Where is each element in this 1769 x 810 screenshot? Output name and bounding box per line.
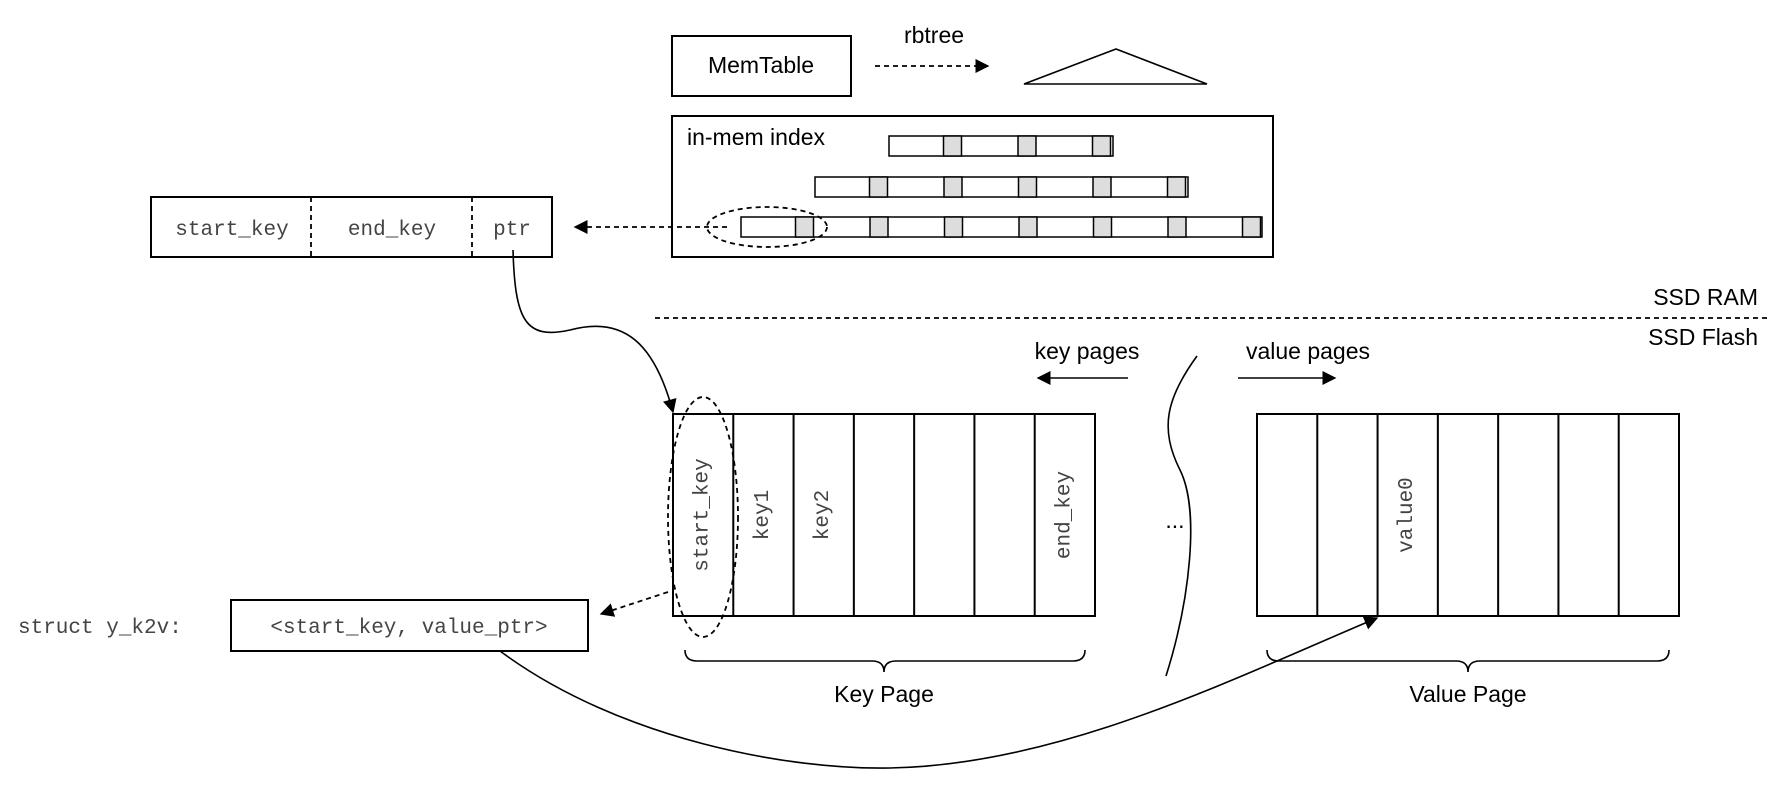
index-key-marker: [1018, 216, 1038, 238]
value-page-slots: value0: [1316, 414, 1620, 616]
value-pages-label: value pages: [1246, 338, 1370, 364]
index-key-marker: [1241, 216, 1262, 238]
struct-y-k2v: struct y_k2v: <start_key, value_ptr>: [18, 591, 1379, 769]
index-key-marker: [1092, 216, 1113, 238]
entry-field-start-key: start_key: [175, 219, 288, 242]
index-key-marker: [1017, 176, 1038, 198]
index-key-marker: [1091, 135, 1112, 157]
memtable-group: MemTable rbtree: [671, 22, 1208, 97]
in-mem-index-group: in-mem index: [573, 115, 1274, 258]
key_page-slot-label: key1: [752, 490, 775, 540]
value-page-brace: [1266, 649, 1670, 673]
index-key-marker: [942, 135, 963, 157]
page-break: ...: [1165, 355, 1198, 677]
index-key-marker: [943, 216, 964, 238]
key-page-brace: [684, 649, 1086, 673]
key_page-slot-label: start_key: [692, 458, 715, 571]
ssd-flash-label: SSD Flash: [1648, 324, 1758, 350]
index-entry-box: [150, 196, 553, 258]
rbtree-triangle-icon: [1023, 48, 1208, 85]
ptr-to-keypage-arrow: [512, 249, 677, 414]
key-page: start_key key1 key2 end_key Key Page: [667, 396, 1096, 707]
key_page-slot-label: end_key: [1053, 471, 1076, 559]
index-key-marker: [794, 216, 815, 238]
entry-field-end-key: end_key: [348, 219, 436, 242]
index-key-marker: [1167, 216, 1187, 238]
key-page-slots: start_key key1 key2 end_key: [692, 414, 1076, 616]
rbtree-label: rbtree: [904, 22, 964, 48]
index-key-marker: [869, 216, 889, 238]
key-page-label: Key Page: [834, 681, 934, 707]
entry-field-ptr: ptr: [493, 219, 531, 242]
key_page-slot-label: key2: [812, 490, 835, 540]
index-level-bar: [888, 135, 1114, 157]
index-key-marker: [1017, 135, 1037, 157]
struct-label: struct y_k2v:: [18, 617, 182, 640]
value-page-box: [1256, 413, 1680, 617]
value-page: value0 Value Page: [1256, 413, 1680, 707]
struct-box: [230, 599, 589, 652]
highlight-ellipse-index: [706, 206, 828, 248]
direction-labels: key pages value pages: [1035, 338, 1370, 385]
index-bars: [740, 135, 1263, 238]
keypage-to-struct-arrow: [599, 591, 669, 617]
index-key-marker: [1166, 176, 1187, 198]
ssd-ram-label: SSD RAM: [1653, 284, 1758, 310]
break-curve: [1165, 355, 1198, 677]
memtable-box: [671, 35, 852, 97]
value_page-slot-label: value0: [1396, 477, 1419, 553]
index-entry: start_key end_key ptr: [150, 196, 677, 414]
highlight-ellipse-keypage: [667, 396, 739, 638]
region-boundary: SSD RAM SSD Flash: [655, 284, 1769, 350]
struct-value: <start_key, value_ptr>: [270, 617, 547, 640]
in-mem-index-label: in-mem index: [687, 124, 826, 150]
key-pages-label: key pages: [1035, 338, 1140, 364]
index-key-marker: [1092, 176, 1112, 198]
index-key-marker: [943, 176, 963, 198]
value-page-label: Value Page: [1409, 681, 1526, 707]
struct-to-value-arrow: [499, 616, 1379, 769]
memtable-label: MemTable: [708, 52, 814, 78]
key-page-box: [672, 413, 1096, 617]
ellipsis-text: ...: [1165, 507, 1184, 533]
index-key-marker: [868, 176, 889, 198]
